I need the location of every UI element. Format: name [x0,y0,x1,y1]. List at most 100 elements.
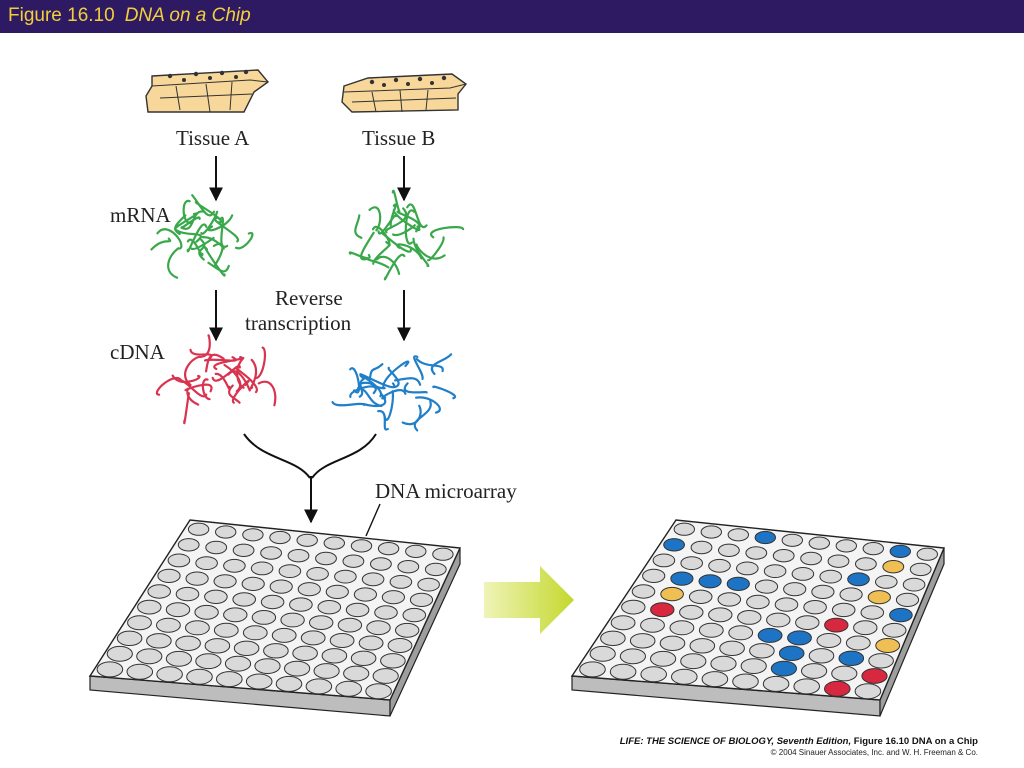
spot-blank [801,663,828,679]
spot-blank [377,542,400,556]
spot-blank [278,564,302,578]
spot-blank [895,592,920,608]
strand [223,363,242,393]
spot-blank [157,568,181,584]
spot-blank [263,643,289,659]
spot-blank [811,584,835,600]
spot-blank [126,663,154,680]
spot-blank [137,599,162,615]
spot-blank [275,675,303,692]
spot-blank [763,564,787,578]
spot-blank [671,668,698,685]
spot-blank [791,567,815,581]
spot-blank [916,547,938,561]
spot-blank [808,648,835,664]
strand [401,404,422,426]
spot-blank [621,599,646,615]
spot-blank [350,539,373,553]
spot-blank [831,602,856,618]
strand [375,255,401,275]
spot-blank [337,617,363,633]
strand [391,189,401,213]
spot-blank [309,615,334,630]
strand [404,209,416,245]
spot-blank [223,607,248,623]
strand [180,210,206,230]
spot-blank [250,561,274,576]
spot-blank [167,553,191,568]
spot-blank [749,643,775,659]
spot-blank [175,635,201,651]
spot-blank [803,600,827,615]
spot-blank [251,610,277,625]
spot-blank [772,549,795,563]
label-mrna: mRNA [110,203,172,227]
spot-blank [271,627,297,643]
spot-blank [297,582,321,597]
tissue-b-block [341,73,468,113]
spot-blank [395,622,420,638]
strand [214,372,231,390]
spot-yellow [882,560,905,574]
spot-blank [728,625,754,641]
spot-blank [185,620,210,636]
spot-blank [292,645,318,661]
dna-chip-diagram: Tissue A Tissue B mRNA cDNA Reverse tran… [88,69,946,717]
strand [213,217,239,243]
spot-blank [260,594,285,610]
spot-blank [835,539,857,553]
spot-blank [323,536,345,550]
spot-blank [165,602,191,618]
spot-blank [736,561,759,576]
strand [396,243,423,260]
spot-blank [289,597,313,612]
strand [349,385,377,398]
strand [186,223,208,253]
strand [227,384,241,404]
strand [383,253,406,281]
spot-blank [862,542,884,556]
spot-blue [847,572,870,587]
spot-blank [882,622,907,638]
spot-blank [839,587,863,602]
strand [360,231,375,261]
spot-blank [315,551,337,566]
spot-blank [195,556,218,570]
spot-blank [389,575,413,589]
spot-blank [679,604,704,620]
strand [207,261,230,273]
spot-blank [269,530,291,545]
spot-blank [795,615,820,630]
figure-credit: LIFE: THE SCIENCE OF BIOLOGY, Seventh Ed… [620,736,978,757]
spot-blank [610,615,636,631]
strand [366,257,390,269]
spot-blue [787,630,812,646]
figure-number: Figure 16.10 [8,5,115,26]
spot-blank [106,645,133,662]
spot-blank [740,658,767,674]
spot-blank [737,610,762,625]
strand [415,396,441,414]
spot-blank [609,663,637,680]
spot-blank [300,630,326,646]
strand [412,237,430,267]
spot-blank [387,638,413,653]
strand [190,237,215,250]
spot-blank [680,653,707,670]
spot-blank [402,607,427,623]
mrna-strands-b [348,189,465,281]
strand [359,373,396,389]
spot-blank [673,522,695,536]
spot-blue [698,574,722,589]
strand [205,353,225,373]
spot-blue [754,530,776,545]
spot-blank [306,567,329,581]
label-transcription: transcription [245,311,352,335]
blank-microarray-spots [96,522,454,700]
spot-blank [381,590,405,605]
spot-blank [619,648,647,665]
strand [429,226,465,239]
strand [201,378,211,401]
spot-blank [321,648,348,664]
